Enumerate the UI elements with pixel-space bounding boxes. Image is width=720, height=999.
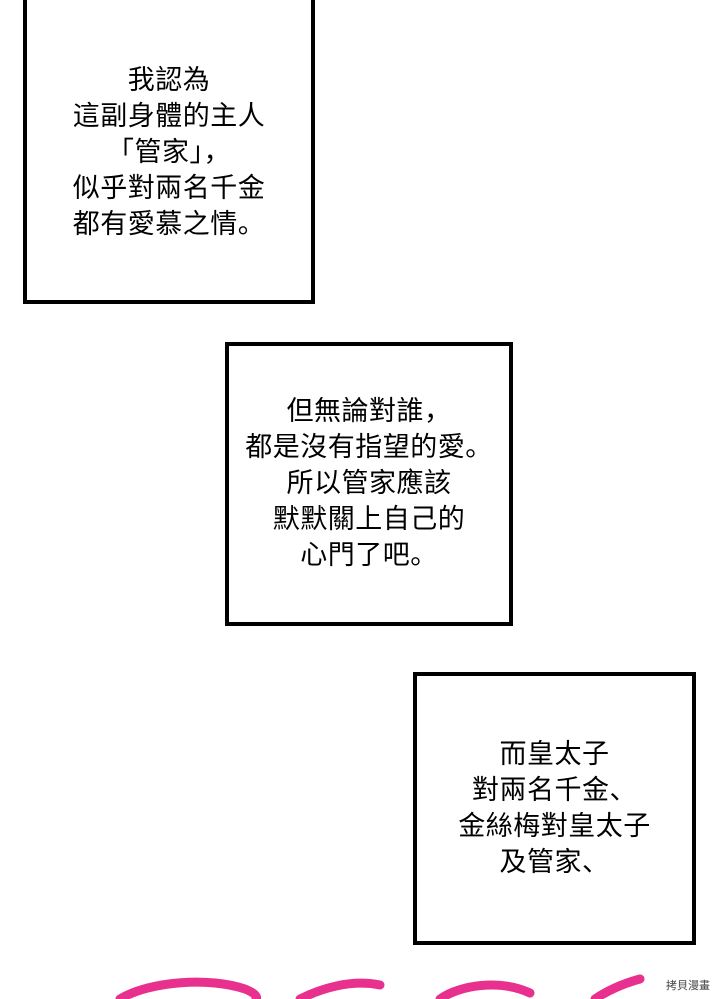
caption-line: 我認為 <box>127 65 211 96</box>
caption-line: 「管家」， <box>107 137 231 168</box>
caption-line: 及管家、 <box>499 846 610 878</box>
caption-box-2: 但無論對誰， 都是沒有指望的愛。 所以管家應該 默默關上自己的 心門了吧。 <box>225 342 513 626</box>
caption-box-1: 我認為 這副身體的主人 「管家」， 似乎對兩名千金 都有愛慕之情。 <box>23 0 315 304</box>
sound-effect-strokes <box>115 974 645 999</box>
caption-line: 所以管家應該 <box>286 468 452 499</box>
caption-line: 而皇太子 <box>499 738 610 770</box>
sfx-stroke <box>295 978 385 999</box>
sfx-stroke <box>590 974 645 999</box>
caption-line: 心門了吧。 <box>300 540 438 571</box>
caption-line: 對兩名千金、 <box>472 774 637 806</box>
caption-line: 金絲梅對皇太子 <box>458 810 651 842</box>
caption-line: 這副身體的主人 <box>72 101 266 132</box>
watermark-text: 拷貝漫畫 <box>664 977 712 993</box>
caption-line: 都是沒有指望的愛。 <box>245 432 493 463</box>
caption-line: 都有愛慕之情。 <box>72 209 266 240</box>
sfx-stroke <box>115 977 262 999</box>
caption-line: 默默關上自己的 <box>272 504 466 535</box>
sfx-stroke <box>435 980 535 999</box>
caption-line: 但無論對誰， <box>286 396 452 427</box>
caption-line: 似乎對兩名千金 <box>72 173 266 204</box>
caption-box-3: 而皇太子 對兩名千金、 金絲梅對皇太子 及管家、 <box>413 672 696 945</box>
